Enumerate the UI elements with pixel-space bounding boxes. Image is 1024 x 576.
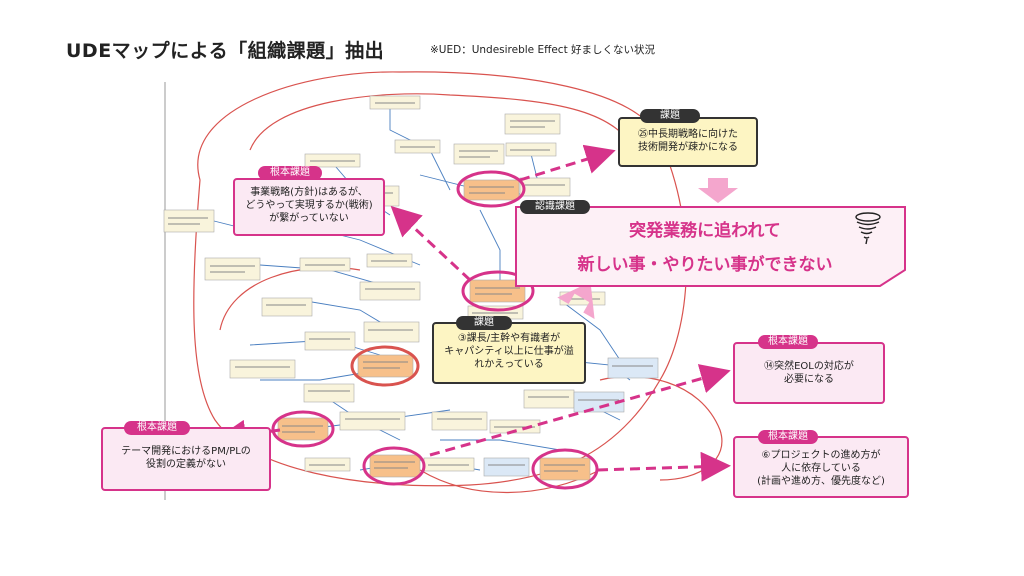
root-left-top-line3: が繋がっていない — [269, 213, 349, 224]
issue-center-line2: キャパシティ以上に仕事が溢 — [444, 346, 574, 357]
ude-node — [483, 457, 530, 477]
arrow-up-to-main-issue — [557, 282, 595, 319]
ude-node — [261, 297, 313, 317]
issue-top-line1: ㉕中長期戦略に向けた — [638, 129, 738, 140]
arrow-to-root-right-bottom — [597, 451, 731, 482]
ude-node — [431, 411, 488, 431]
arrow-to-root-right-top — [429, 364, 731, 457]
root-right-top-box: ⑭突然EOLの対応が 必要になる — [733, 342, 885, 404]
root-right-top-line1: ⑭突然EOLの対応が — [764, 361, 854, 372]
ude-node — [339, 411, 406, 431]
root-right-top-tag: 根本課題 — [758, 335, 818, 349]
arrow-to-root-left-top — [390, 205, 472, 282]
root-right-bottom-tag: 根本課題 — [758, 430, 818, 444]
issue-top-box: ㉕中長期戦略に向けた 技術開発が疎かになる — [618, 117, 758, 167]
ude-node — [163, 209, 215, 233]
ude-node — [363, 321, 420, 343]
root-left-top-line2: どうやって実現するか(戦術) — [245, 200, 373, 211]
root-left-top-box: 事業戦略(方針)はあるが、 どうやって実現するか(戦術) が繋がっていない — [233, 178, 385, 236]
issue-center-box: ③課長/主幹や有識者が キャパシティ以上に仕事が溢 れかえっている — [432, 322, 586, 384]
issue-top-line2: 技術開発が疎かになる — [638, 142, 738, 153]
ude-node — [204, 257, 261, 281]
abbreviation-note: ※UED：Undesireble Effect 好ましくない状況 — [430, 44, 656, 56]
ude-node — [453, 143, 505, 165]
main-issue-banner — [515, 206, 906, 287]
ude-node-highlight — [357, 354, 414, 378]
ude-node — [573, 391, 625, 413]
main-issue-line1: 突発業務に追われて — [629, 221, 781, 241]
ude-node — [523, 389, 575, 409]
highlighted-nodes — [271, 170, 599, 490]
ude-node — [519, 177, 571, 197]
ude-node-highlight — [369, 454, 421, 478]
tornado-icon — [855, 212, 881, 245]
ude-node-highlight — [277, 417, 329, 441]
ude-node — [303, 383, 355, 403]
ude-node — [607, 357, 659, 379]
node-text-lines — [168, 102, 653, 472]
issue-center-line3: れかえっている — [474, 359, 544, 370]
root-right-top-line2: 必要になる — [784, 374, 834, 385]
ude-node — [359, 281, 421, 301]
arrow-down-to-main-issue — [698, 178, 738, 203]
root-right-bottom-line3: (計画や進め方、優先度など) — [757, 476, 885, 487]
ude-node-highlight — [463, 179, 520, 201]
root-left-bottom-line2: 役割の定義がない — [146, 459, 226, 470]
pink-block-arrows — [557, 178, 738, 319]
root-left-bottom-box: テーマ開発におけるPM/PLの 役割の定義がない — [101, 427, 271, 491]
ude-node — [304, 331, 356, 351]
issue-center-line1: ③課長/主幹や有識者が — [457, 333, 561, 344]
ude-node — [504, 113, 561, 135]
ude-node — [229, 359, 296, 379]
ude-nodes — [163, 95, 659, 477]
ude-node-highlight — [469, 279, 526, 303]
root-right-bottom-box: ⑥プロジェクトの進め方が 人に依存している (計画や進め方、優先度など) — [733, 436, 909, 498]
issue-center-tag: 課題 — [456, 316, 512, 330]
page-title: UDEマップによる「組織課題」抽出 — [66, 40, 385, 62]
root-left-top-line1: 事業戦略(方針)はあるが、 — [250, 187, 368, 198]
issue-top-tag: 課題 — [640, 109, 700, 123]
main-issue-line2: 新しい事・やりたい事ができない — [577, 255, 833, 275]
root-left-bottom-tag: 根本課題 — [124, 421, 190, 435]
ude-node-highlight — [539, 457, 591, 481]
root-left-top-tag: 根本課題 — [258, 166, 322, 180]
root-left-bottom-line1: テーマ開発におけるPM/PLの — [121, 446, 251, 457]
main-issue-tag: 認識課題 — [520, 200, 590, 214]
root-right-bottom-line1: ⑥プロジェクトの進め方が — [761, 450, 881, 461]
root-right-bottom-line2: 人に依存している — [781, 463, 861, 474]
